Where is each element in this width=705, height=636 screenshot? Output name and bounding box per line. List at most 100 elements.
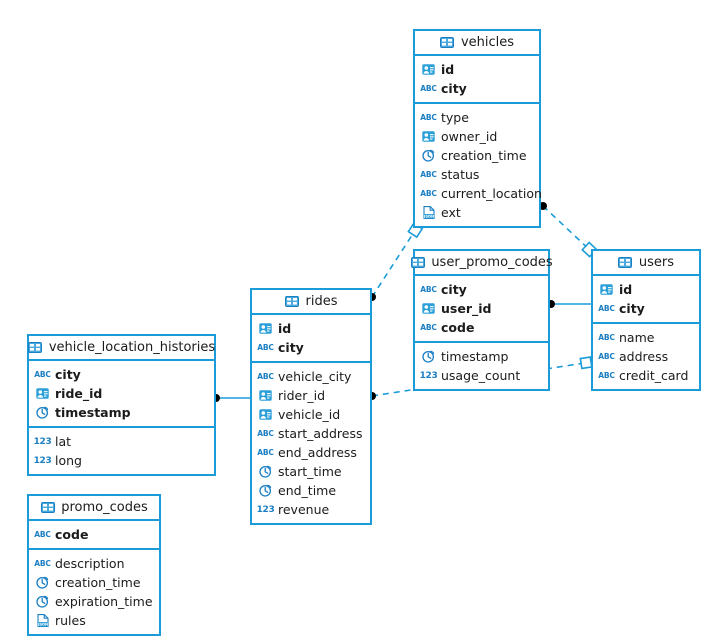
column-row-vehicle_location_histories-timestamp[interactable]: timestamp: [29, 403, 214, 422]
svg-text:JSON: JSON: [423, 215, 434, 219]
column-name: code: [441, 320, 475, 335]
column-row-promo_codes-creation_time[interactable]: creation_time: [29, 573, 159, 592]
abc-icon: ABC: [34, 370, 51, 379]
table-icon: [410, 256, 425, 269]
column-name: city: [619, 301, 645, 316]
column-name: revenue: [278, 502, 330, 517]
column-row-vehicle_location_histories-ride_id[interactable]: ride_id: [29, 384, 214, 403]
column-row-rides-start_time[interactable]: start_time: [252, 462, 370, 481]
id-card-icon: [599, 283, 614, 296]
table-header-user_promo_codes[interactable]: user_promo_codes: [410, 251, 553, 276]
column-row-promo_codes-expiration_time[interactable]: expiration_time: [29, 592, 159, 611]
column-name: usage_count: [441, 368, 521, 383]
column-row-vehicles-status[interactable]: ABC status: [415, 165, 539, 184]
column-name: description: [55, 556, 125, 571]
column-row-users-id[interactable]: id: [593, 280, 699, 299]
column-name: id: [619, 282, 633, 297]
column-row-rides-vehicle_id[interactable]: vehicle_id: [252, 405, 370, 424]
table-name-rides: rides: [305, 294, 338, 309]
table-name-user_promo_codes: user_promo_codes: [431, 255, 553, 270]
clock-icon: [35, 406, 50, 419]
column-name: end_time: [278, 483, 337, 498]
abc-icon: ABC: [34, 530, 51, 539]
svg-text:JSON: JSON: [37, 623, 48, 627]
abc-icon: ABC: [34, 559, 51, 568]
column-row-promo_codes-code[interactable]: ABC code: [29, 525, 159, 544]
column-row-user_promo_codes-user_id[interactable]: user_id: [415, 299, 548, 318]
table-header-rides[interactable]: rides: [252, 290, 370, 315]
relationship-rel-vlh-rides[interactable]: [212, 394, 250, 402]
column-row-user_promo_codes-timestamp[interactable]: timestamp: [415, 347, 548, 366]
column-name: id: [441, 62, 455, 77]
column-row-vehicles-owner_id[interactable]: owner_id: [415, 127, 539, 146]
column-row-promo_codes-rules[interactable]: JSON rules: [29, 611, 159, 630]
column-name: creation_time: [55, 575, 141, 590]
column-row-vehicles-id[interactable]: id: [415, 60, 539, 79]
table-header-vehicles[interactable]: vehicles: [415, 31, 539, 56]
column-name: timestamp: [441, 349, 509, 364]
column-name: ride_id: [55, 386, 103, 401]
abc-icon: ABC: [420, 285, 437, 294]
id-card-icon: [421, 63, 436, 76]
column-name: credit_card: [619, 368, 689, 383]
table-header-vehicle_location_histories[interactable]: vehicle_location_histories: [28, 336, 215, 361]
clock-icon: [35, 576, 50, 589]
column-name: status: [441, 167, 480, 182]
relationship-rel-upc-users[interactable]: [547, 300, 591, 308]
clock-icon: [258, 465, 273, 478]
table-icon: [40, 501, 55, 514]
column-name: ext: [441, 205, 461, 220]
column-name: start_time: [278, 464, 342, 479]
column-row-vehicles-ext[interactable]: JSON ext: [415, 203, 539, 222]
column-name: start_address: [278, 426, 363, 441]
column-name: id: [278, 321, 292, 336]
column-name: code: [55, 527, 89, 542]
column-row-promo_codes-description[interactable]: ABC description: [29, 554, 159, 573]
table-header-promo_codes[interactable]: promo_codes: [29, 496, 159, 521]
abc-icon: ABC: [420, 170, 437, 179]
clock-icon: [421, 149, 436, 162]
column-name: city: [278, 340, 304, 355]
table-header-users[interactable]: users: [593, 251, 699, 276]
column-name: creation_time: [441, 148, 527, 163]
column-row-rides-id[interactable]: id: [252, 319, 370, 338]
num-icon: 123: [256, 504, 275, 515]
column-row-rides-end_time[interactable]: end_time: [252, 481, 370, 500]
abc-icon: ABC: [598, 333, 615, 342]
column-row-rides-rider_id[interactable]: rider_id: [252, 386, 370, 405]
table-icon: [440, 36, 455, 49]
clock-icon: [35, 595, 50, 608]
abc-icon: ABC: [420, 113, 437, 122]
column-row-vehicles-creation_time[interactable]: creation_time: [415, 146, 539, 165]
column-name: rider_id: [278, 388, 326, 403]
table-name-users: users: [638, 255, 675, 270]
